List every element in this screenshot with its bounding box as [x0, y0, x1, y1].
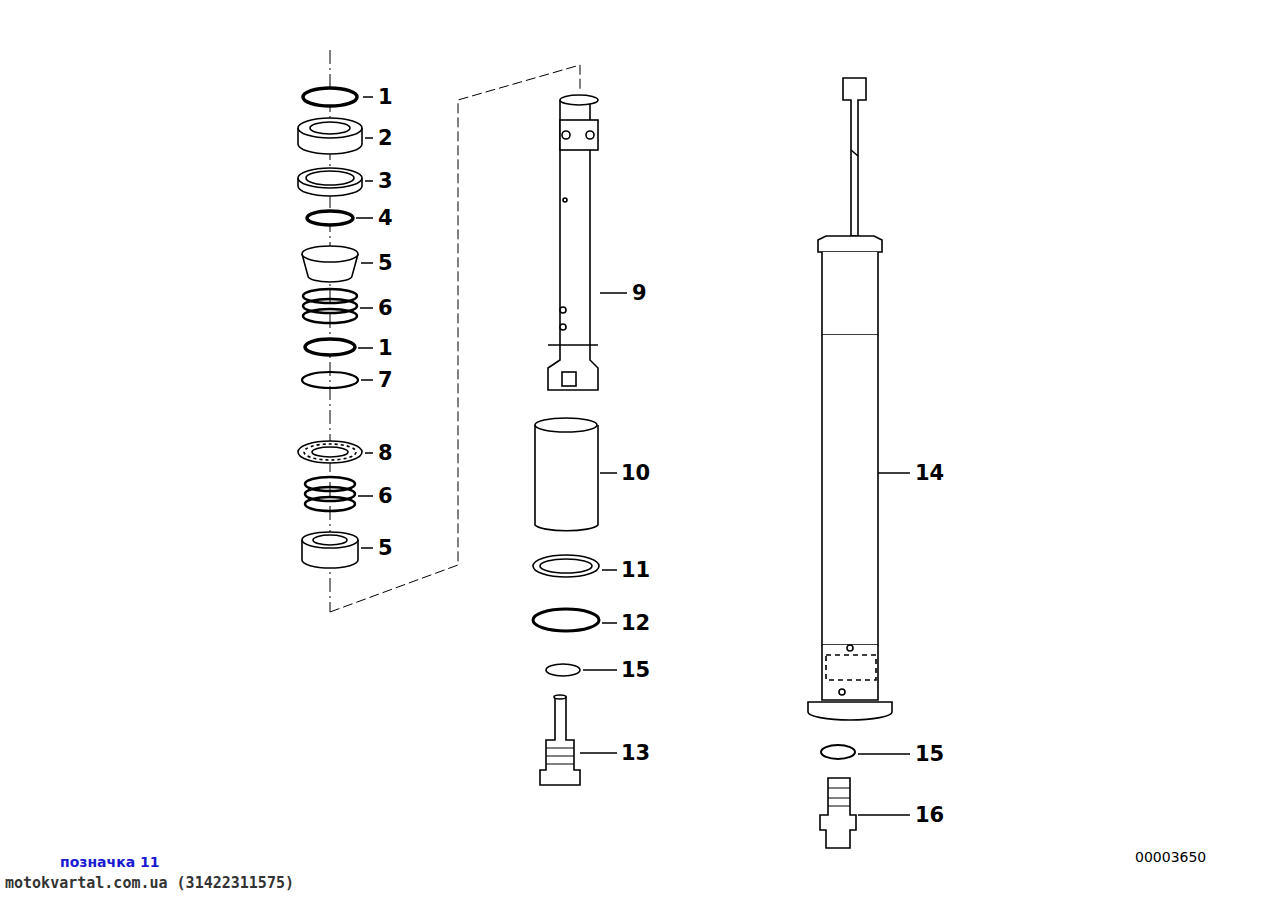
callout-number: 14 [915, 463, 944, 484]
callout-number: 8 [378, 443, 393, 464]
callout-number: 6 [378, 298, 393, 319]
callout-number: 6 [378, 486, 393, 507]
callout-number: 2 [378, 128, 393, 149]
callout-number: 9 [632, 283, 647, 304]
callout-number: 7 [378, 370, 393, 391]
callout-number: 12 [621, 613, 650, 634]
note-text: позначка 11 [60, 855, 159, 869]
watermark: motokvartal.com.ua (31422311575) [5, 876, 294, 891]
callout-number: 5 [378, 253, 393, 274]
callout-number: 16 [915, 805, 944, 826]
callout-number: 10 [621, 463, 650, 484]
callout-number: 15 [621, 660, 650, 681]
callout-number: 1 [378, 338, 393, 359]
callout-number: 5 [378, 538, 393, 559]
callout-number: 15 [915, 744, 944, 765]
callout-number: 3 [378, 171, 393, 192]
callout-number: 1 [378, 87, 393, 108]
diagram-code: 00003650 [1135, 850, 1206, 864]
callout-number: 13 [621, 743, 650, 764]
callout-number: 4 [378, 208, 393, 229]
callout-number: 11 [621, 560, 650, 581]
